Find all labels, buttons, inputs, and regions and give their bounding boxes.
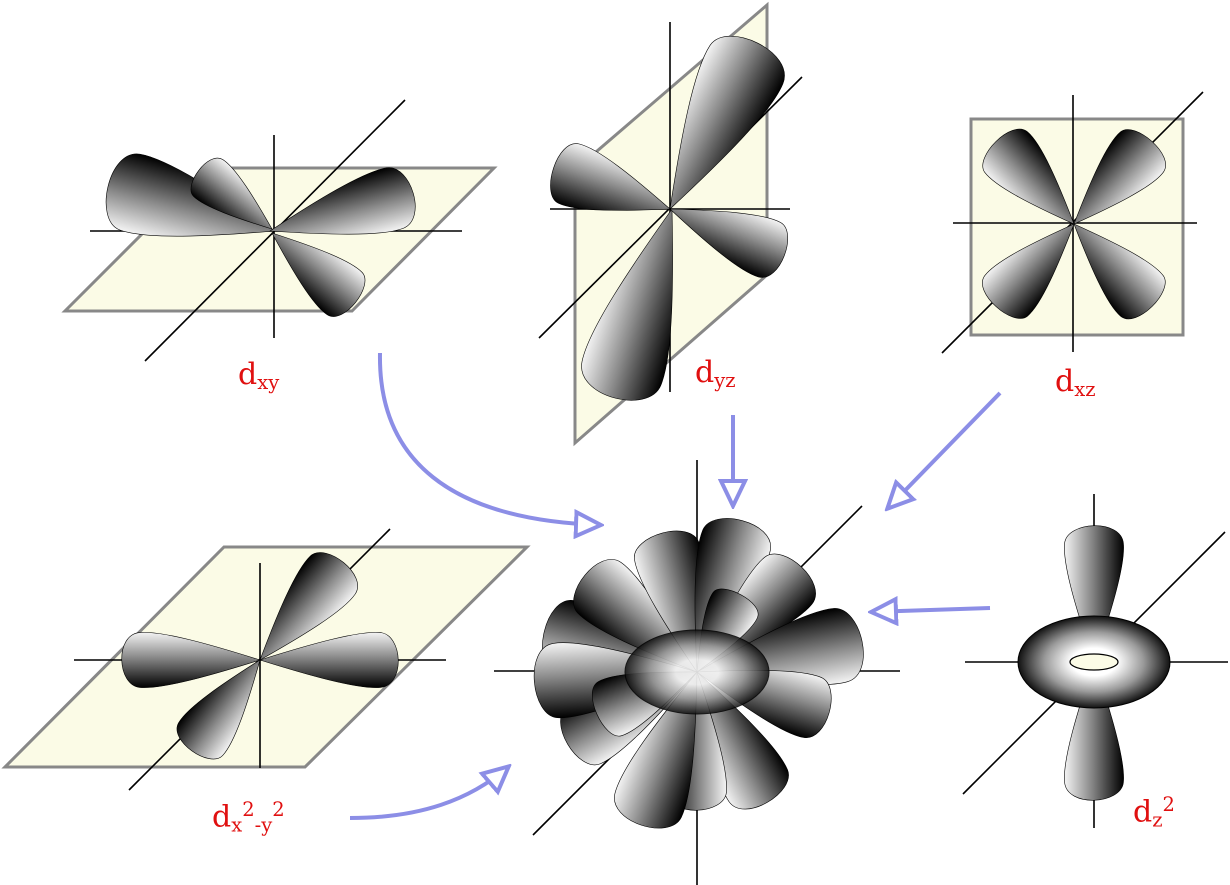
dxy-orbital	[61, 99, 498, 362]
label-dyz-base: d	[695, 355, 715, 390]
label-dx2y2-sep: -	[254, 813, 262, 837]
orbital-lobe	[269, 167, 416, 235]
dx2y2-orbital	[1, 528, 531, 791]
label-dxy-sub: xy	[257, 370, 280, 394]
dz2-torus	[1017, 615, 1171, 709]
arrows	[349, 352, 1002, 820]
arrow-dx2y2	[349, 767, 508, 820]
label-dyz: dyz	[695, 355, 736, 392]
dyz-orbital	[538, 1, 803, 447]
orbital-lobe	[669, 208, 788, 278]
combined-torus	[624, 629, 770, 715]
arrow-dz2	[872, 608, 991, 612]
orbital-lobe	[581, 208, 673, 401]
label-dx2y2-base: d	[212, 799, 232, 835]
label-dxy: dxy	[238, 357, 280, 394]
orbital-lobe	[1064, 661, 1124, 801]
orbital-lobe	[1073, 129, 1166, 225]
label-dz2-sub: z	[1152, 808, 1163, 832]
orbital-lobe	[982, 223, 1075, 319]
arrow-dxz	[888, 391, 1002, 508]
label-dz2-base: d	[1133, 794, 1153, 830]
dx2y2-plane	[1, 545, 531, 769]
label-dxz-sub: xz	[1074, 377, 1096, 401]
orbital-lobe	[259, 552, 358, 661]
label-dxz-base: d	[1055, 364, 1075, 399]
orbital-lobe	[271, 232, 366, 317]
orbital-lobe	[121, 632, 262, 688]
dz2-orbital	[962, 494, 1228, 828]
label-dxy-base: d	[238, 357, 258, 392]
orbital-lobe	[1073, 223, 1166, 319]
orbital-lobe	[176, 659, 261, 760]
dxz-orbital	[941, 91, 1204, 354]
orbital-lobe	[190, 157, 273, 230]
label-dx2y2-sub2: y	[261, 813, 273, 837]
orbital-lobe	[258, 632, 399, 688]
label-dz2-sup: 2	[1162, 793, 1175, 816]
combined-orbitals	[494, 460, 900, 885]
label-dx2y2-sup2: 2	[272, 798, 285, 821]
orbital-lobe	[1064, 525, 1124, 663]
label-dx2y2: dx2-y2	[212, 800, 285, 835]
label-dx2y2-sub1: x	[231, 813, 243, 837]
label-dx2y2-sup1: 2	[242, 798, 255, 821]
label-dxz: dxz	[1055, 364, 1096, 401]
orbital-lobe	[550, 143, 671, 211]
label-dyz-sub: yz	[714, 368, 736, 392]
orbital-lobe	[982, 129, 1075, 225]
orbital-lobe	[669, 35, 785, 210]
arrow-dxy	[377, 352, 600, 525]
label-dz2: dz2	[1133, 795, 1175, 830]
